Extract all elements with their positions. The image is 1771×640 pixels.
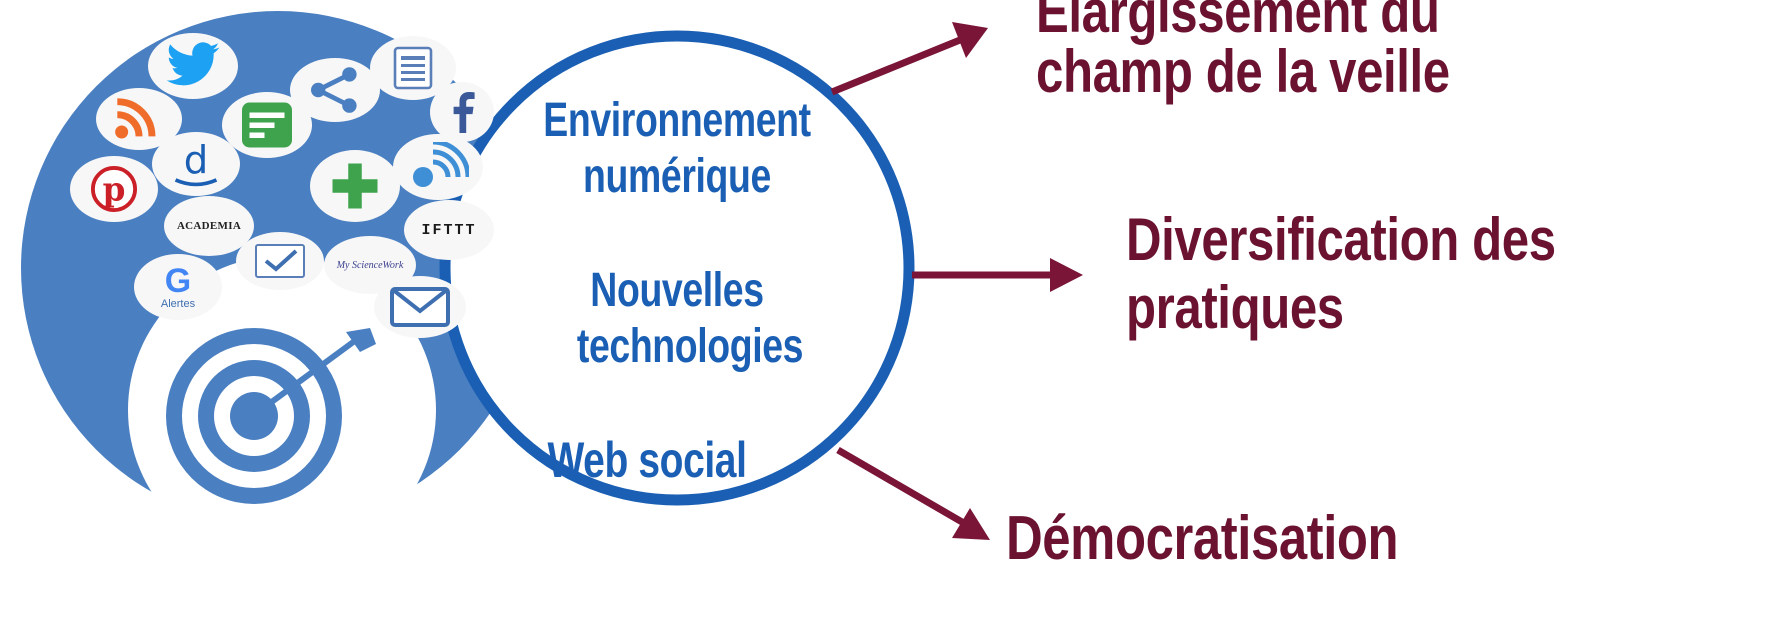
svg-text:d: d: [184, 139, 209, 183]
google-g: G: [164, 262, 192, 300]
pinterest-icon: p: [70, 156, 158, 222]
arrow-top: [830, 22, 988, 96]
outcome-middle-line2: pratiques: [1126, 274, 1344, 341]
ifttt-label: IFTTT: [421, 221, 477, 239]
center-line-web-social: Web social: [547, 432, 747, 488]
svg-text:p: p: [103, 170, 126, 209]
academia-label: ACADEMIA: [176, 220, 242, 232]
signal-icon: [393, 134, 483, 200]
mysciencework-label: My ScienceWork: [336, 259, 404, 271]
feed-app-icon: [222, 92, 312, 158]
center-line-technologies: technologies: [576, 320, 804, 373]
arrow-middle: [912, 258, 1083, 292]
center-line-nouvelles: Nouvelles: [590, 264, 764, 317]
facebook-icon: [430, 82, 494, 142]
outcome-middle-line1: Diversification des: [1126, 206, 1556, 273]
outcome-bottom-line1: Démocratisation: [1006, 504, 1399, 573]
center-line-numerique: numérique: [583, 150, 771, 203]
arrow-bottom: [836, 446, 990, 540]
checkmark-icon: [236, 232, 324, 290]
diigo-icon: d: [152, 132, 240, 196]
outcome-top-line1: Élargissement du: [1036, 0, 1440, 45]
outcome-top-line2: champ de la veille: [1036, 38, 1450, 105]
rss-icon: [96, 88, 182, 150]
center-line-environnement: Environnement: [543, 94, 811, 147]
alertes-label: Alertes: [160, 298, 196, 310]
ifttt-logo: IFTTT: [404, 200, 494, 260]
target-icon: [166, 328, 376, 504]
plus-icon: [310, 150, 400, 222]
center-ring: [439, 30, 915, 506]
twitter-icon: [148, 33, 238, 99]
academia-logo: ACADEMIA: [164, 196, 254, 256]
google-alerts-icon: G Alertes: [134, 254, 222, 320]
mail-icon: [374, 276, 466, 338]
